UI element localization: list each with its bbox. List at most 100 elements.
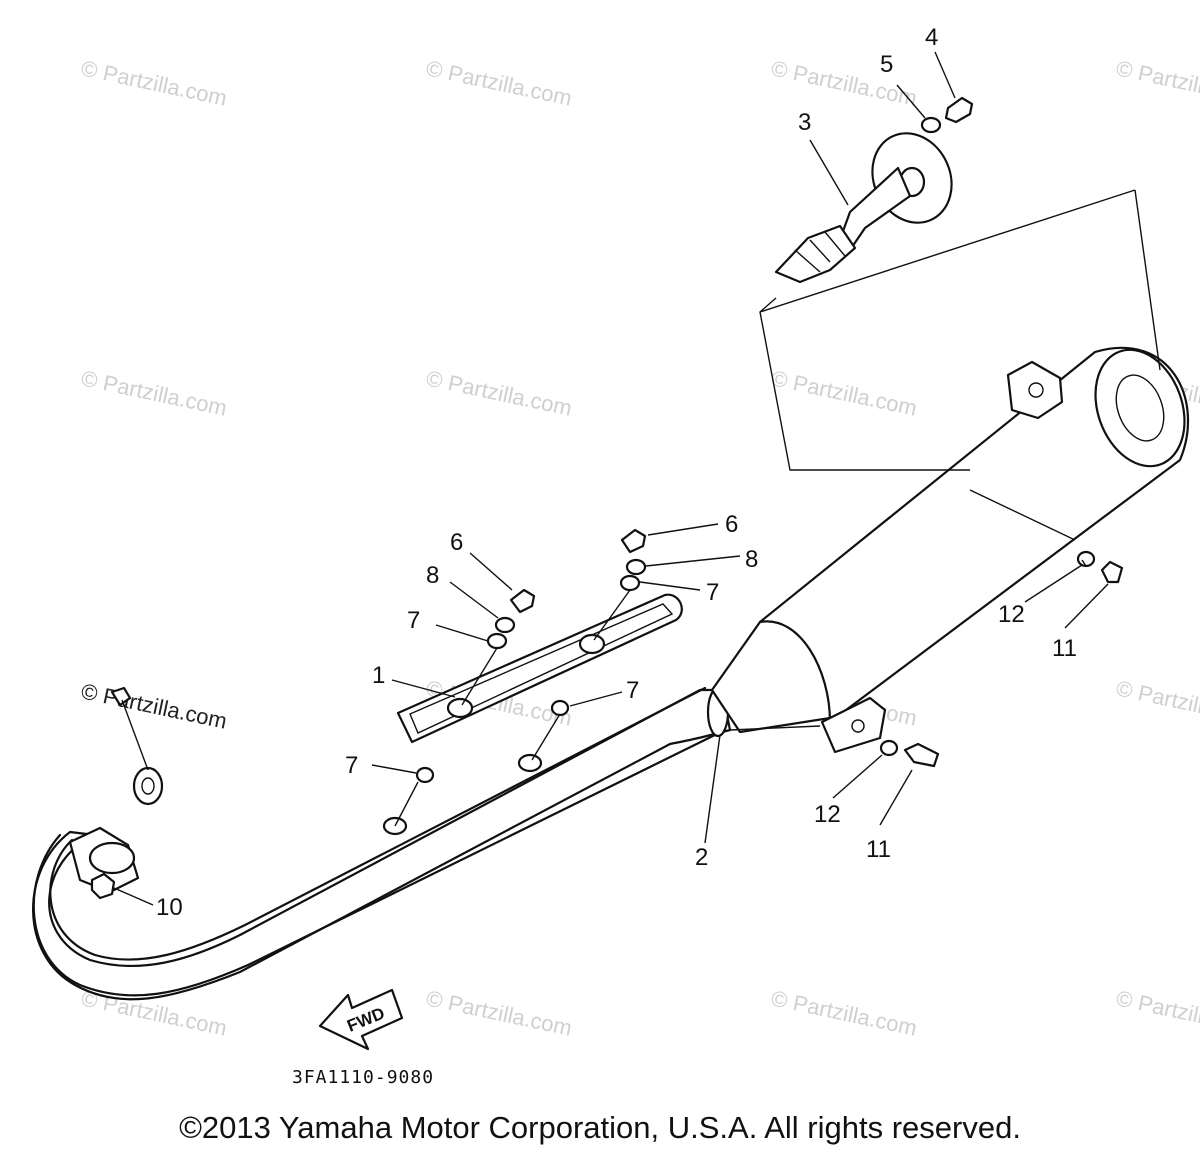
leader-6a <box>469 552 513 591</box>
arrester-fin <box>794 231 846 273</box>
pipe-boss-line <box>394 781 419 827</box>
fwd-arrow-shape <box>318 988 404 1051</box>
bracket-hole <box>851 719 865 733</box>
gasket <box>132 766 164 806</box>
leader-6b <box>647 523 719 536</box>
muffler-end-cap-inner <box>1115 374 1165 442</box>
callout-7: 7 <box>407 607 420 634</box>
leader-10 <box>113 887 154 906</box>
washer-8-left <box>494 616 516 634</box>
callout-5: 5 <box>880 51 893 78</box>
diagram-code: 3FA1110-9080 <box>292 1067 434 1088</box>
callout-2: 2 <box>695 844 708 871</box>
pipe-flange-port <box>88 841 136 875</box>
collar-7-left <box>486 632 508 650</box>
muffler-bracket-rear <box>1006 360 1064 420</box>
leader-2 <box>704 734 721 844</box>
pipe-outline-top <box>49 686 707 961</box>
leader-7a <box>435 624 489 642</box>
callout-7: 7 <box>345 752 358 779</box>
leader-11a <box>1064 583 1109 629</box>
callout-3: 3 <box>798 109 811 136</box>
stud-line <box>121 699 149 771</box>
bolt-4 <box>944 96 974 124</box>
leader-11b <box>879 769 913 826</box>
leader-8a <box>449 581 499 619</box>
protector-boss-line <box>531 713 561 761</box>
callout-7: 7 <box>706 579 719 606</box>
protector-grommet <box>446 697 474 719</box>
callout-12: 12 <box>998 601 1025 628</box>
watermark: © Partzilla.com <box>769 985 919 1040</box>
exhaust-pipe <box>32 688 732 1001</box>
leader-7c <box>569 691 623 707</box>
spark-arrester <box>774 132 953 284</box>
leader-7d <box>371 764 417 774</box>
pipe-boss <box>517 753 543 773</box>
leader-4 <box>934 51 956 99</box>
collar-7-left-lower <box>415 766 435 784</box>
screw-6-left <box>509 588 536 614</box>
copyright-notice: ©2013 Yamaha Motor Corporation, U.S.A. A… <box>179 1110 1021 1145</box>
grommet-line-right <box>593 589 631 641</box>
muffler-fasteners <box>879 550 1124 768</box>
assembly-lines <box>121 189 1161 827</box>
pipe-lead-line <box>729 725 821 731</box>
arrester-fasteners <box>920 96 974 134</box>
watermark: © Partzilla.com <box>1114 675 1200 730</box>
callout-7: 7 <box>626 677 639 704</box>
washer-8-right <box>625 558 647 576</box>
bolt-11-lower <box>903 742 940 768</box>
leader-8b <box>645 555 741 567</box>
collar-7-lower <box>550 699 570 717</box>
watermark: © Partzilla.com <box>424 985 574 1040</box>
callouts: 1 2 3 4 5 6 6 7 7 7 7 8 8 10 11 11 12 12 <box>156 24 1077 921</box>
washer-5 <box>920 116 942 134</box>
callout-10: 10 <box>156 894 183 921</box>
watermark: © Partzilla.com <box>769 365 919 420</box>
callout-8: 8 <box>426 562 439 589</box>
callout-12: 12 <box>814 801 841 828</box>
callout-11: 11 <box>866 836 891 863</box>
muffler-bracket-front <box>820 696 887 754</box>
stud <box>110 686 132 707</box>
watermark: © Partzilla.com <box>424 55 574 110</box>
watermark: © Partzilla.com <box>79 365 229 420</box>
heat-protector <box>396 593 683 744</box>
watermark: © Partzilla.com <box>79 55 229 110</box>
leader-3 <box>809 139 849 206</box>
grommet-line-left <box>461 647 498 706</box>
screw-6-right <box>620 528 647 554</box>
bracket-hole <box>1028 382 1044 398</box>
callout-4: 4 <box>925 24 938 51</box>
watermark: © Partzilla.com <box>1114 985 1200 1040</box>
callout-6: 6 <box>450 529 463 556</box>
nut-10 <box>90 872 116 900</box>
protector-grommet <box>578 633 606 655</box>
callout-leaders <box>113 51 1109 906</box>
callout-8: 8 <box>745 546 758 573</box>
watermark: © Partzilla.com <box>424 365 574 420</box>
gasket-hole <box>141 777 155 795</box>
leader-5 <box>896 84 926 119</box>
flange-fasteners <box>90 686 164 900</box>
callout-11: 11 <box>1052 635 1077 662</box>
watermark: © Partzilla.com <box>769 55 919 110</box>
bolt-11-upper <box>1100 560 1124 584</box>
muffler-end-cap <box>1094 348 1186 468</box>
leader-12a <box>1024 564 1083 603</box>
exhaust-pipe-assembly <box>32 346 1190 1001</box>
bolt-line-upper <box>1081 559 1087 567</box>
fwd-arrow: FWD <box>318 988 404 1051</box>
leader-1 <box>391 679 456 698</box>
leader-12b <box>832 754 883 799</box>
washer-12-upper <box>1076 550 1096 568</box>
arrester-assembly-bracket <box>759 189 1161 541</box>
arrester-screen <box>774 224 857 284</box>
watermark: © Partzilla.com <box>1114 55 1200 110</box>
protector-inner-edge <box>409 603 674 734</box>
callout-6: 6 <box>725 511 738 538</box>
callout-1: 1 <box>372 662 385 689</box>
collar-7-right <box>619 574 641 592</box>
